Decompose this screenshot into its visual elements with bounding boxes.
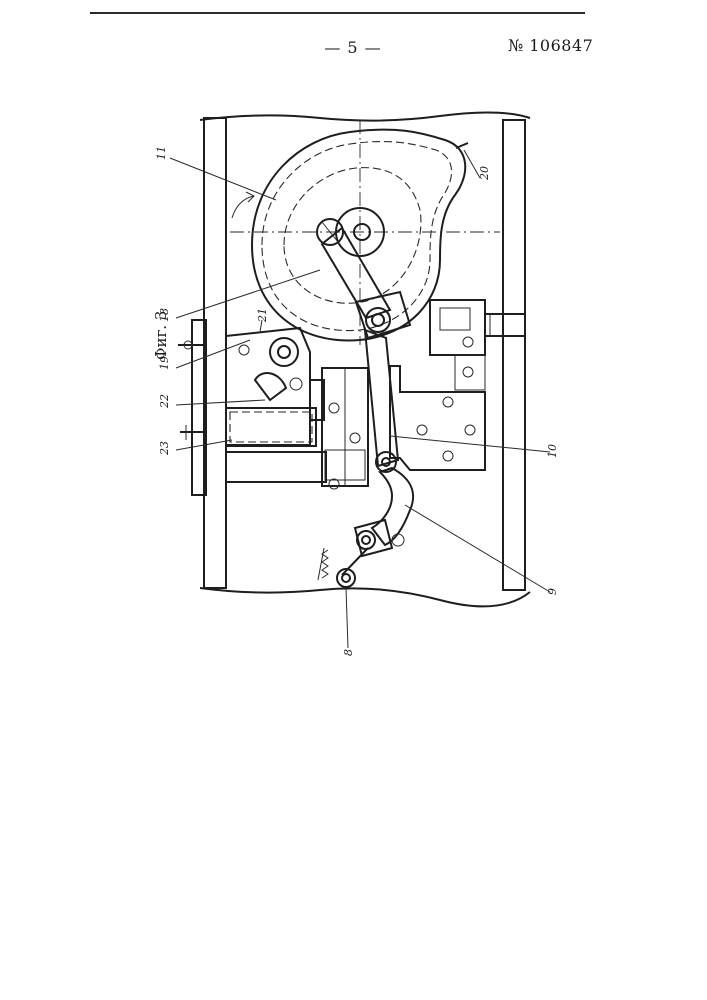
right-bracket	[430, 300, 525, 390]
base-block	[390, 366, 485, 470]
lever-9	[372, 468, 413, 546]
rotation-arrow	[232, 192, 254, 218]
callout-21: 21	[256, 308, 269, 323]
callout-22: 22	[158, 394, 171, 409]
callout-labels: 11 20 18 21 19 22 23 10 9 8	[155, 146, 559, 656]
callout-9: 9	[546, 588, 559, 595]
callout-11: 11	[155, 146, 168, 160]
callout-23: 23	[158, 441, 171, 456]
slide-guide	[322, 368, 368, 489]
callout-10: 10	[546, 444, 559, 458]
callout-18: 18	[158, 308, 171, 322]
callout-19: 19	[158, 356, 171, 370]
frame-top-break	[200, 112, 530, 120]
frame-right-wall	[503, 120, 525, 590]
connecting-rod-10	[365, 330, 398, 472]
housing-19-22-23	[226, 328, 326, 482]
left-mounting-plate	[178, 320, 206, 495]
spring-link-8	[318, 520, 392, 587]
frame-bottom-break	[200, 588, 530, 606]
cam-11	[230, 120, 500, 345]
callout-8: 8	[342, 649, 355, 656]
callout-20: 20	[478, 166, 491, 181]
